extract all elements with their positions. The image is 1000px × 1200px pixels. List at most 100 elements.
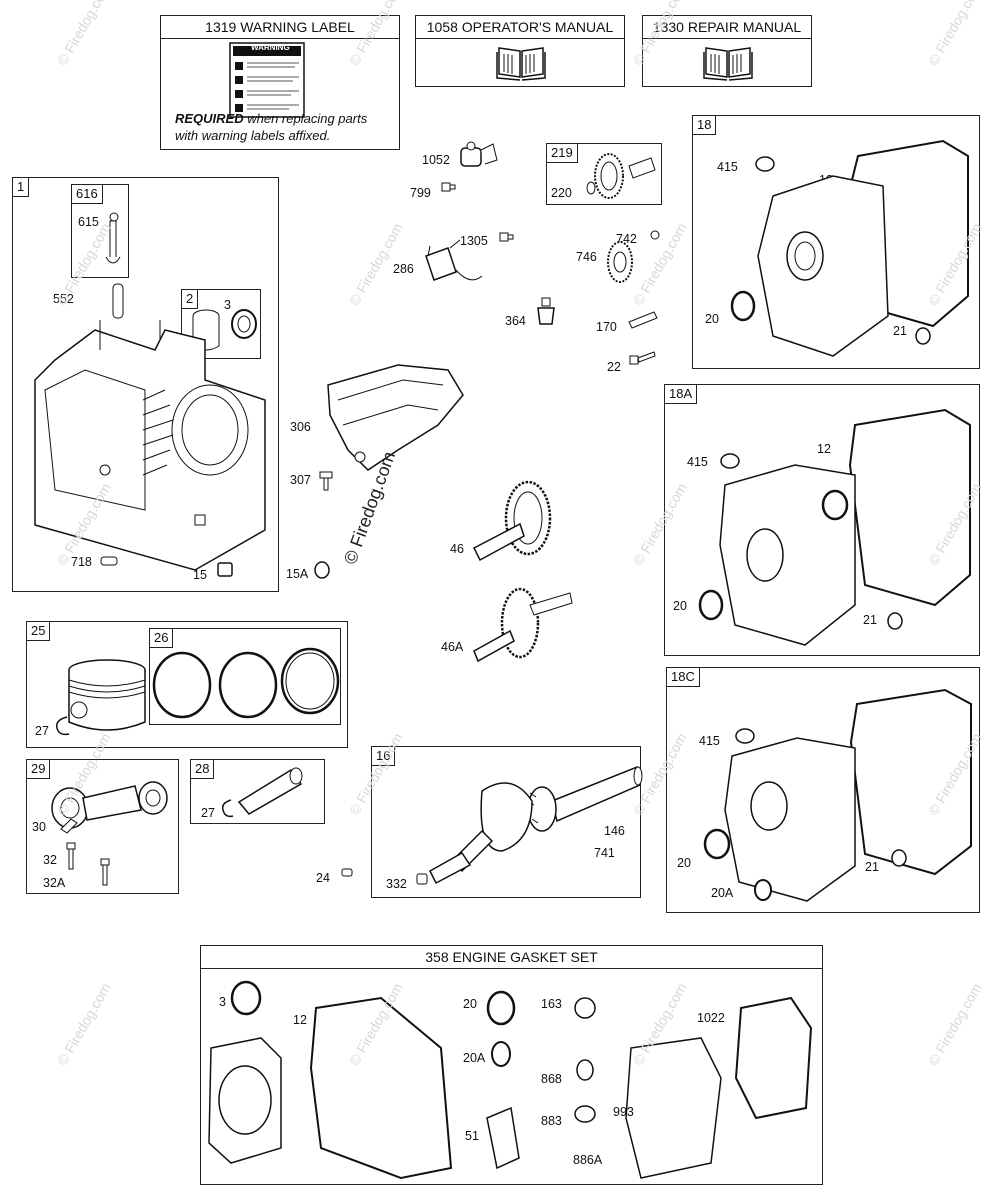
part-label-746: 746 xyxy=(576,250,597,264)
part-label-1022: 1022 xyxy=(697,1011,725,1025)
dipper-30-drawing xyxy=(60,818,78,834)
ignition-module-286-drawing xyxy=(425,239,483,281)
bolt-22-drawing xyxy=(629,351,656,365)
part-label-306: 306 xyxy=(290,420,311,434)
gear-219-drawing xyxy=(586,153,656,199)
group-616-box: 616 615 xyxy=(71,184,129,278)
part-label-20A: 20A xyxy=(711,886,734,900)
repair-manual-box: 1330 REPAIR MANUAL xyxy=(642,15,812,87)
part-label-20A: 20A xyxy=(463,1051,486,1065)
part-label-741: 741 xyxy=(594,846,615,860)
group-18C-crankcase-box: 18C 415 12 20 20A 21 xyxy=(666,667,980,913)
group-tag: 16 xyxy=(372,747,396,766)
bolt-32A-drawing xyxy=(100,858,110,886)
warning-label-icon xyxy=(229,42,305,118)
group-1-cylinder-box: 1 616 615 552 2 3 718 xyxy=(12,177,279,592)
part-label-286: 286 xyxy=(393,262,414,276)
part-label-170: 170 xyxy=(596,320,617,334)
group-28-piston-pin-box: 28 27 xyxy=(190,759,325,824)
group-tag: 26 xyxy=(150,629,174,648)
group-219-box: 219 220 xyxy=(546,143,662,205)
part-label-868: 868 xyxy=(541,1072,562,1086)
repair-manual-title: 1330 REPAIR MANUAL xyxy=(643,16,811,39)
part-label-21: 21 xyxy=(865,860,879,874)
part-label-415: 415 xyxy=(699,734,720,748)
group-tag: 18C xyxy=(667,668,700,687)
gasket-set-drawing xyxy=(208,980,813,1180)
cylinder-block-drawing xyxy=(34,320,266,571)
piston-drawing xyxy=(68,659,146,731)
breather-tube-drawing xyxy=(105,212,121,264)
part-label-46: 46 xyxy=(450,542,464,556)
screw-799-drawing xyxy=(441,182,456,192)
part-label-3: 3 xyxy=(219,995,226,1009)
plug-15-drawing xyxy=(217,562,233,577)
crankshaft-drawing xyxy=(429,765,643,885)
part-label-27: 27 xyxy=(35,724,49,738)
engine-gasket-set-title: 358 ENGINE GASKET SET xyxy=(201,946,822,969)
part-label-27: 27 xyxy=(201,806,215,820)
group-tag: 25 xyxy=(27,622,51,641)
warning-label-heading: WARNING xyxy=(251,43,290,52)
part-label-883: 883 xyxy=(541,1114,562,1128)
part-label-615: 615 xyxy=(78,215,99,229)
group-18A-crankcase-box: 18A 415 12 17 20 21 xyxy=(664,384,980,656)
group-tag: 28 xyxy=(191,760,215,779)
valve-364-drawing xyxy=(537,297,555,325)
plug-15A-drawing xyxy=(314,561,330,579)
gear-746-drawing xyxy=(607,241,633,283)
watermark: © Firedog.com xyxy=(925,980,985,1068)
part-label-30: 30 xyxy=(32,820,46,834)
crankcase-cover-drawing xyxy=(698,408,971,646)
crankcase-cover-drawing xyxy=(730,139,969,357)
part-label-307: 307 xyxy=(290,473,311,487)
governor-1052-drawing xyxy=(460,141,498,167)
part-label-552: 552 xyxy=(53,292,74,306)
retainer-clip-drawing xyxy=(55,716,70,736)
key-332-drawing xyxy=(416,873,428,885)
part-label-32: 32 xyxy=(43,853,57,867)
group-tag: 219 xyxy=(547,144,578,163)
part-label-163: 163 xyxy=(541,997,562,1011)
connecting-rod-drawing xyxy=(51,781,168,829)
required-rest: when replacing parts xyxy=(243,111,368,126)
crankcase-cover-drawing xyxy=(703,688,972,902)
group-26-rings-box: 26 xyxy=(149,628,341,725)
air-guide-306-drawing xyxy=(327,364,464,471)
part-label-21: 21 xyxy=(863,613,877,627)
retainer-clip-drawing xyxy=(221,799,234,818)
part-label-146: 146 xyxy=(604,824,625,838)
piston-rings-drawing xyxy=(152,647,340,719)
part-label-51: 51 xyxy=(465,1129,479,1143)
part-label-415: 415 xyxy=(687,455,708,469)
piston-pin-drawing xyxy=(237,767,303,815)
group-tag: 18 xyxy=(693,116,717,135)
engine-gasket-set-box: 358 ENGINE GASKET SET 3 12 7 20 20A 51 1… xyxy=(200,945,823,1185)
part-label-12: 12 xyxy=(817,442,831,456)
pin-24-drawing xyxy=(341,868,353,877)
clip-742-drawing xyxy=(650,230,660,240)
part-label-886A: 886A xyxy=(573,1153,603,1167)
warning-required-note: REQUIRED when replacing parts with warni… xyxy=(175,110,367,144)
watermark: © Firedog.com xyxy=(54,980,114,1068)
part-label-20: 20 xyxy=(677,856,691,870)
watermark: © Firedog.com xyxy=(925,0,985,68)
part-label-1305: 1305 xyxy=(460,234,488,248)
part-label-20: 20 xyxy=(463,997,477,1011)
stud-170-drawing xyxy=(628,311,658,329)
part-label-15A: 15A xyxy=(286,567,309,581)
warning-label-box: 1319 WARNING LABEL WARNING REQUIRED when… xyxy=(160,15,400,150)
part-label-1052: 1052 xyxy=(422,153,450,167)
required-line2: with warning labels affixed. xyxy=(175,128,331,143)
group-25-piston-box: 25 27 26 xyxy=(26,621,348,748)
part-label-15: 15 xyxy=(193,568,207,582)
group-16-crankshaft-box: 16 146 741 332 xyxy=(371,746,643,898)
group-tag: 2 xyxy=(182,290,199,309)
required-bold: REQUIRED xyxy=(175,111,244,126)
part-label-3: 3 xyxy=(224,298,231,312)
group-18-crankcase-box: 18 415 12 20 21 xyxy=(692,115,980,369)
camshaft-46-drawing xyxy=(472,480,552,562)
part-label-20: 20 xyxy=(705,312,719,326)
part-label-415: 415 xyxy=(717,160,738,174)
group-tag: 616 xyxy=(72,185,103,204)
